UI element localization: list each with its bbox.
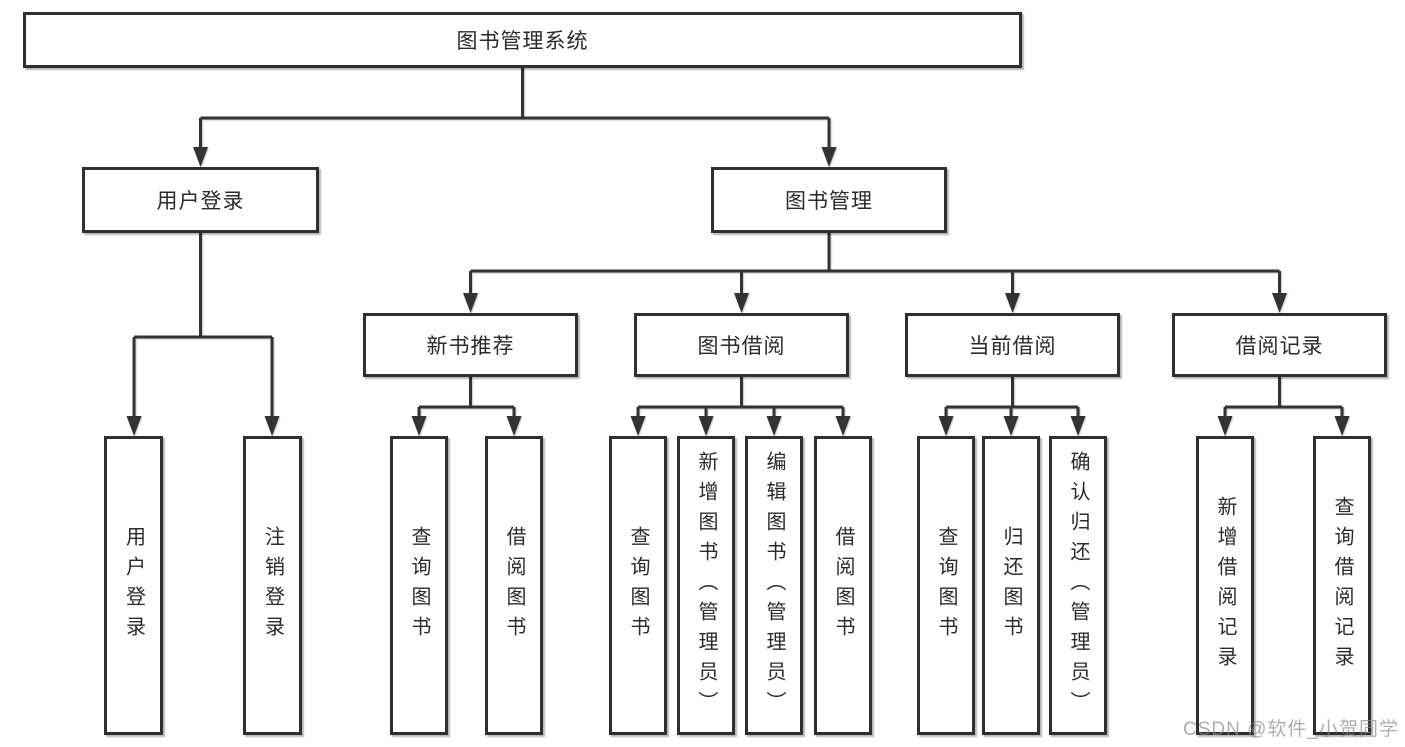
node-query-borrow-record: 查询借阅记录 [1313,436,1371,735]
node-label: 查询借阅记录 [1331,495,1353,676]
node-logout: 注销登录 [243,436,302,735]
node-label: 确认归还（管理员） [1067,450,1089,721]
node-label: 新增借阅记录 [1214,495,1236,676]
node-label: 借阅记录 [1235,335,1324,358]
node-query-books-borrowing: 查询图书 [609,436,667,735]
node-book-borrowing: 图书借阅 [634,313,849,377]
node-add-borrow-record: 新增借阅记录 [1196,436,1254,735]
node-label: 查询图书 [935,525,957,646]
node-borrow-books-recommend: 借阅图书 [485,436,543,735]
node-user-login-branch: 用户登录 [82,167,319,233]
node-label: 图书管理 [785,190,873,213]
node-label: 图书借阅 [697,335,786,358]
watermark: CSDN @软件_小贺同学 [1183,719,1399,740]
node-label: 查询图书 [408,525,430,646]
node-label: 编辑图书（管理员） [763,450,785,721]
arrowheads [126,147,1350,436]
node-label: 用户登录 [156,190,245,213]
node-label: 用户登录 [122,525,145,646]
node-borrow-books-borrowing: 借阅图书 [814,436,872,735]
node-label: 查询图书 [627,525,649,646]
node-query-books-current: 查询图书 [917,436,975,735]
node-return-books: 归还图书 [982,436,1040,735]
node-user-login: 用户登录 [104,436,163,735]
node-label: 新增图书（管理员） [695,450,717,721]
node-book-management-branch: 图书管理 [711,167,947,233]
node-label: 注销登录 [261,525,284,646]
node-label: 图书管理系统 [456,30,589,53]
node-label: 借阅图书 [503,525,525,646]
node-label: 归还图书 [1000,525,1022,646]
node-new-book-recommend: 新书推荐 [363,313,578,377]
node-borrowing-records: 借阅记录 [1172,313,1387,377]
node-add-book-admin: 新增图书（管理员） [677,436,735,735]
node-query-books-recommend: 查询图书 [390,436,448,735]
node-current-borrowing: 当前借阅 [905,313,1120,377]
node-library-system: 图书管理系统 [23,12,1022,68]
node-label: 当前借阅 [968,335,1057,358]
node-label: 新书推荐 [426,335,515,358]
node-confirm-return-admin: 确认归还（管理员） [1049,436,1107,735]
node-label: 借阅图书 [832,525,854,646]
node-edit-book-admin: 编辑图书（管理员） [745,436,803,735]
